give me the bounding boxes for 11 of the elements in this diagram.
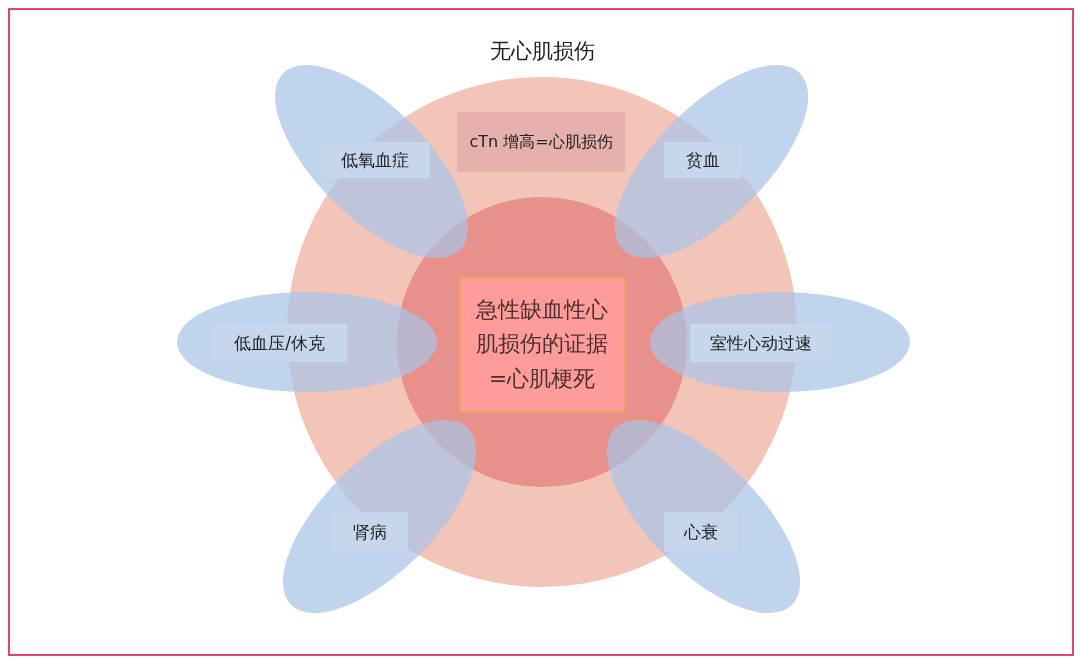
center-box bbox=[459, 277, 625, 412]
condition-label: 肾病 bbox=[332, 512, 408, 552]
condition-label: 室性心动过速 bbox=[690, 324, 832, 362]
outer-label: 无心肌损伤 bbox=[488, 38, 596, 66]
frame-border bbox=[8, 8, 1074, 656]
region-label: 急性缺血性心肌损伤的证据=心肌梗死 bbox=[475, 296, 609, 393]
region-label: cTn 增高=心肌损伤 bbox=[457, 112, 625, 172]
condition-label: 心衰 bbox=[664, 512, 738, 552]
condition-label: 低血压/休克 bbox=[212, 324, 347, 362]
condition-label: 低氧血症 bbox=[320, 142, 430, 178]
condition-label: 贫血 bbox=[664, 142, 742, 178]
